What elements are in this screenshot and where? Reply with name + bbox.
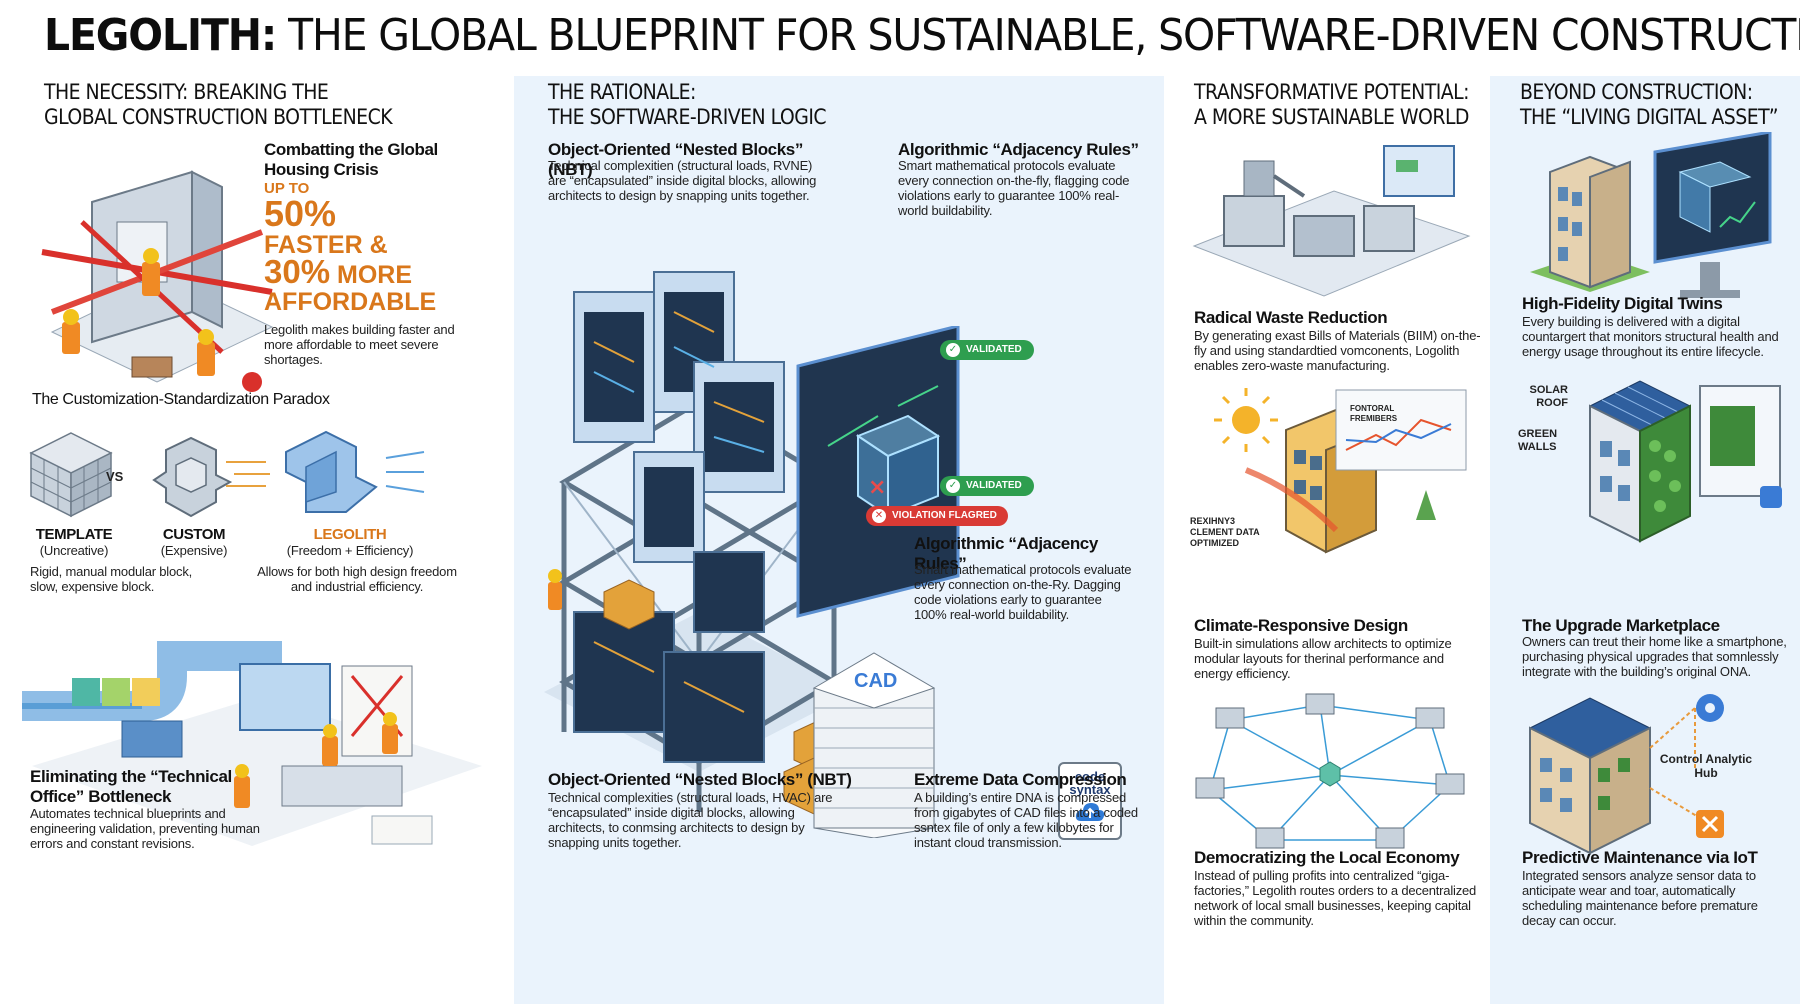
check-icon: ✓ <box>946 479 960 493</box>
network-icon <box>1195 693 1465 849</box>
office-heading: Eliminating the “Technical Office” Bottl… <box>30 767 232 806</box>
nbt-bottom-heading: Object-Oriented “Nested Blocks” (NBT) <box>548 770 852 789</box>
legolith-block-icon <box>226 430 425 513</box>
factory-illustration <box>1192 145 1471 297</box>
wrench-icon <box>1696 810 1724 838</box>
column-necessity: THE NECESSITY: BREAKING THE GLOBAL CONST… <box>0 76 514 1004</box>
gear-icon <box>1696 694 1724 722</box>
green-walls-label: GREEN WALLS <box>1518 428 1558 453</box>
waste-body: By generating exast Bills of Materials (… <box>1194 328 1481 373</box>
stat-30-percent-line: 30% MORE <box>264 253 413 290</box>
pipeline-illustration <box>22 641 482 846</box>
stat-up-to: UP TO <box>264 180 310 197</box>
iot-building-illustration <box>1528 694 1724 855</box>
stat-affordable: AFFORDABLE <box>264 288 437 316</box>
code-syntax-card: code syntax <box>1058 762 1122 840</box>
sun-icon <box>1214 388 1278 452</box>
svg-text:×: × <box>868 475 886 500</box>
adj-top-heading: Algorithmic “Adjacency Rules” <box>898 140 1139 159</box>
column-rationale: THE RATIONALE: THE SOFTWARE-DRIVEN LOGIC… <box>514 76 1164 1004</box>
cloud-upload-icon <box>1075 803 1105 821</box>
twins-body: Every building is delivered with a digit… <box>1522 314 1779 359</box>
custom-label: CUSTOM <box>162 526 226 543</box>
section-title-rationale: THE RATIONALE: THE SOFTWARE-DRIVEN LOGIC <box>548 80 827 129</box>
validated-badge-2: ✓ VALIDATED <box>940 476 1034 496</box>
climate-body: Built-in simulations allow architects to… <box>1194 636 1452 681</box>
solar-building-illustration <box>1588 380 1782 543</box>
vs-label: VS <box>106 469 124 484</box>
column-potential: TRANSFORMATIVE POTENTIAL: A MORE SUSTAIN… <box>1164 76 1490 1004</box>
stat-faster: FASTER & <box>264 231 388 259</box>
office-body: Automates technical blueprints and engin… <box>30 806 260 851</box>
control-hub-label: Control Analytic Hub <box>1659 752 1753 780</box>
crane-worker-illustration <box>41 170 274 392</box>
maintenance-body: Integrated sensors analyze sensor data t… <box>1522 868 1758 928</box>
column-beyond: BEYOND CONSTRUCTION: THE “LIVING DIGITAL… <box>1490 76 1800 1004</box>
legolith-label: LEGOLITH <box>313 526 387 543</box>
template-sub: (Uncreative) <box>39 543 109 558</box>
cad-stack-icon <box>812 652 936 838</box>
digital-twin-illustration <box>1530 132 1772 298</box>
nbt-top-body: Technical complexitien (structural loads… <box>548 158 817 203</box>
adj-mid-body: Smart mathematical protocols evaluate ev… <box>914 562 1132 622</box>
marketplace-body: Owners can treut their home like a smart… <box>1522 634 1787 679</box>
nbt-top-heading: Object-Oriented “Nested Blocks” (NBT) <box>548 140 803 179</box>
housing-body: Legolith makes building faster and more … <box>264 322 455 367</box>
solar-roof-label: SOLAR ROOF <box>1529 384 1569 409</box>
puzzle-block-icon <box>152 436 233 518</box>
custom-sub: (Expensive) <box>160 543 228 558</box>
legolith-sub: (Freedom + Efficiency) <box>286 543 414 558</box>
template-label: TEMPLATE <box>35 526 113 543</box>
adj-mid-heading: Algorithmic “Adjacency Rules” <box>914 534 1098 573</box>
cad-label: CAD <box>854 670 898 692</box>
stat-50-percent: 50% <box>264 193 337 234</box>
violation-badge: ✕ VIOLATION FLAGRED <box>866 506 1008 526</box>
validation-screen-illustration: × <box>796 326 960 618</box>
compression-body: A building’s entire DNA is compressed fr… <box>914 790 1138 850</box>
compression-heading: Extreme Data Compression <box>914 770 1127 789</box>
paradox-heading: The Customization-Standardization Parado… <box>32 391 330 408</box>
section-title-beyond: BEYOND CONSTRUCTION: THE “LIVING DIGITAL… <box>1520 80 1779 129</box>
page-title: LEGOLITH: THE GLOBAL BLUEPRINT FOR SUSTA… <box>44 10 1800 72</box>
economy-body: Instead of pulling profits into centrali… <box>1194 868 1477 928</box>
climate-heading: Climate-Responsive Design <box>1194 616 1408 635</box>
section-title-potential: TRANSFORMATIVE POTENTIAL: A MORE SUSTAIN… <box>1194 80 1470 129</box>
check-icon: ✓ <box>946 343 960 357</box>
twins-heading: High-Fidelity Digital Twins <box>1522 294 1723 313</box>
validated-badge-1: ✓ VALIDATED <box>940 340 1034 360</box>
climate-building-illustration <box>1214 388 1467 554</box>
housing-heading: Combatting the Global Housing Crisis <box>264 140 438 179</box>
nbt-bottom-body: Technical complexities (structural loads… <box>548 790 833 850</box>
cube-grid-icon <box>29 432 113 518</box>
template-desc: Rigid, manual modular block, slow, expen… <box>30 564 193 594</box>
title-rest: THE GLOBAL BLUEPRINT FOR SUSTAINABLE, SO… <box>276 10 1800 61</box>
marketplace-heading: The Upgrade Marketplace <box>1522 616 1720 635</box>
adj-top-body: Smart mathematical protocols evaluate ev… <box>898 158 1130 218</box>
climate-data-label: REXIHNY3 CLEMENT DATA OPTIMIZED <box>1190 516 1260 548</box>
x-icon: ✕ <box>872 509 886 523</box>
legolith-desc: Allows for both high design freedom and … <box>257 564 457 594</box>
waste-heading: Radical Waste Reduction <box>1194 308 1388 327</box>
section-title-necessity: THE NECESSITY: BREAKING THE GLOBAL CONST… <box>44 80 393 129</box>
maintenance-heading: Predictive Maintenance via IoT <box>1522 848 1758 867</box>
chart-label: FONTORAL FREMIBERS <box>1350 404 1398 423</box>
economy-heading: Democratizing the Local Economy <box>1194 848 1460 867</box>
title-brand: LEGOLITH: <box>44 10 277 61</box>
